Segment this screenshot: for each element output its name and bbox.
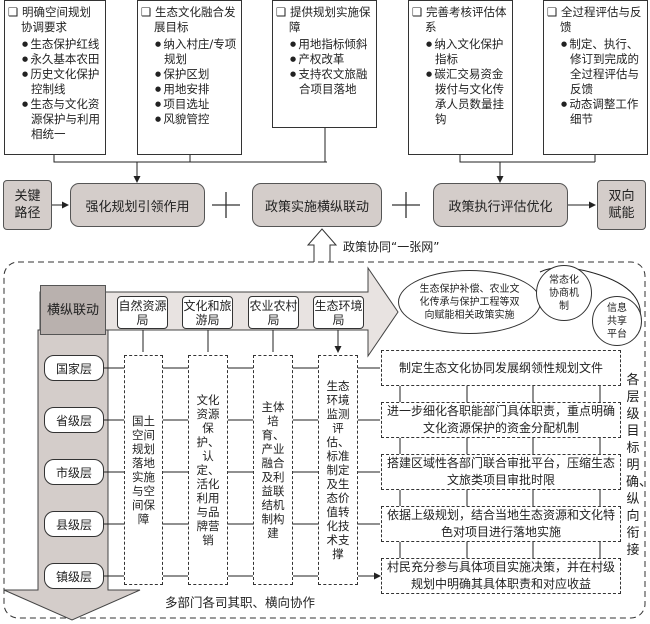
list-item: 项目选址 [155, 97, 238, 112]
action-municipal: 搭建区域性各部门联合审批平台，压缩生态文旅类项目审批时限 [381, 454, 621, 490]
box-title: 明确空间规划协调要求 [21, 5, 91, 34]
column-spatial-planning: 国土空间规划落地实施与空间保障 [124, 355, 163, 585]
top-box-implementation-support: ❑ 提供规划实施保障 用地指标倾斜产权改革支持农文旅融合项目落地 [272, 0, 377, 128]
top-box-feedback: ❑ 全过程评估与反馈 制定、执行、修订到完成的全过程评估与反馈动态调整工作细节 [543, 0, 648, 155]
list-item: 纳入村庄/专项规划 [155, 37, 238, 67]
level-national: 国家层 [44, 355, 104, 381]
list-item: 用地指标倾斜 [290, 37, 373, 52]
list-item: 碳汇交易资金拨付与文化传承人员数量挂钩 [426, 67, 509, 127]
column-industry-integration: 主体培育、产业融合及利益联结机制构建 [253, 355, 293, 585]
list-item: 制定、执行、修订到完成的全过程评估与反馈 [561, 37, 644, 97]
action-town: 村民充分参与具体项目实施决策，并在村级规划中明确其具体职责和对应收益 [381, 558, 621, 594]
dept-agriculture: 农业农村局 [248, 296, 299, 329]
top-box-spatial-planning: ❑ 明确空间规划协调要求 生态保护红线永久基本农田历史文化保护控制线生态与文化资… [4, 0, 106, 155]
step-planning-guidance: 强化规划引领作用 [70, 183, 205, 227]
action-county: 依据上级规划，结合当地生态资源和文化特色对项目进行落地实施 [381, 506, 621, 542]
list-item: 产权改革 [290, 52, 373, 67]
list-item: 支持农文旅融合项目落地 [290, 67, 373, 97]
box-title: 完善考核评估体系 [425, 5, 507, 34]
list-item: 历史文化保护控制线 [22, 67, 102, 97]
step-evaluation: 政策执行评估优化 [433, 183, 568, 227]
vertical-note: 各层级目标明确、纵向衔接 [626, 373, 650, 558]
box-title: 生态文化融合发展目标 [154, 5, 236, 34]
list-item: 用地安排 [155, 82, 238, 97]
linkage-label: 横纵联动 [40, 285, 106, 335]
list-item: 保护区划 [155, 67, 238, 82]
box-title: 全过程评估与反馈 [560, 5, 642, 34]
policy-ellipse: 生态保护补偿、农业文化传承与保护工程等双向赋能相关政策实施 [398, 270, 541, 334]
action-provincial: 进一步细化各职能部门具体职责，重点明确文化资源保护的资金分配机制 [381, 402, 621, 438]
list-item: 动态调整工作细节 [561, 97, 644, 127]
dept-ecology-environment: 生态环境局 [313, 296, 364, 329]
column-cultural-resources: 文化资源保护、认定、活化利用与品牌营销 [188, 355, 228, 585]
policy-net-label: 政策协同“一张网” [343, 240, 440, 254]
dept-natural-resources: 自然资源局 [117, 296, 168, 329]
info-sharing-platform-circle: 信息共享平台 [592, 296, 642, 346]
top-box-development-goals: ❑ 生态文化融合发展目标 纳入村庄/专项规划保护区划用地安排项目选址风貌管控 [137, 0, 242, 155]
dept-culture-tourism: 文化和旅游局 [182, 296, 233, 329]
list-item: 永久基本农田 [22, 52, 102, 67]
list-item: 风貌管控 [155, 112, 238, 127]
list-item: 生态与文化资源保护与利用相统一 [22, 97, 102, 142]
column-ecology-support: 生态环境监测评估、标准制定及生态价值转化技术支撑 [318, 355, 358, 585]
level-municipal: 市级层 [44, 459, 104, 485]
level-county: 县级层 [44, 511, 104, 537]
consultation-mechanism-circle: 常态化协商机制 [536, 265, 592, 321]
horizontal-note: 多部门各司其职、横向协作 [165, 595, 316, 610]
action-national: 制定生态文化协同发展纲领性规划文件 [381, 350, 621, 386]
top-box-assessment: ❑ 完善考核评估体系 纳入文化保护指标碳汇交易资金拨付与文化传承人员数量挂钩 [408, 0, 513, 155]
level-provincial: 省级层 [44, 407, 104, 433]
list-item: 纳入文化保护指标 [426, 37, 509, 67]
key-path-box: 关键路径 [3, 180, 52, 230]
list-item: 生态保护红线 [22, 37, 102, 52]
level-town: 镇级层 [44, 563, 104, 589]
dual-empowerment-box: 双向赋能 [597, 180, 646, 230]
step-policy-linkage: 政策实施横纵联动 [252, 183, 382, 227]
box-title: 提供规划实施保障 [289, 5, 371, 34]
up-arrow-icon [306, 228, 338, 262]
